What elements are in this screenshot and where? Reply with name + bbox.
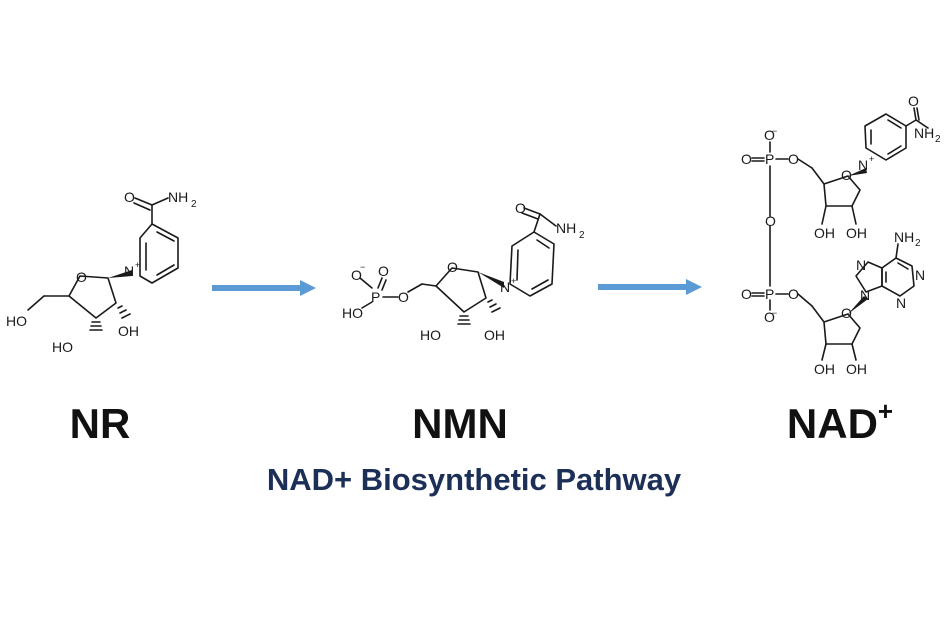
nad-p-bottom: P	[765, 286, 774, 302]
nad-o-ester-bottom: O	[788, 286, 799, 302]
nad-bottom-ribose-ring	[811, 305, 861, 345]
nad-adenine-nh2: NH	[894, 229, 914, 245]
nr-c3-oh-hash	[89, 321, 103, 331]
nad-p-top: P	[765, 151, 774, 167]
nad-adenine-imidazole	[855, 261, 883, 293]
nad-ring-o-bottom: O	[841, 305, 852, 321]
nmn-carbonyl-o: O	[515, 200, 526, 216]
nmn-c3-oh-hash	[457, 315, 471, 325]
nad-adenine-n1: N	[915, 267, 925, 283]
nr-amide-n: NH	[168, 189, 188, 205]
nad-adenine-nh2-sub: 2	[915, 238, 921, 249]
nr-c2-oh: OH	[118, 323, 139, 339]
nmn-c2-oh-hash	[487, 299, 501, 313]
nmn-pyridinium-ring	[509, 231, 555, 297]
nad-o-double-top: O	[741, 151, 752, 167]
nad-adenine-n9: N	[860, 287, 870, 303]
nr-ch2-oh-bond	[27, 295, 45, 311]
nad-ring-o-top: O	[841, 167, 852, 183]
nad-ring-n-charge: +	[869, 154, 874, 164]
nmn-amide-n-sub: 2	[579, 230, 585, 241]
nad-top-ribose-ring	[811, 167, 861, 207]
pathway-caption: NAD+ Biosynthetic Pathway	[266, 462, 682, 497]
nmn-p-double-o: O	[378, 263, 389, 279]
nr-ring-n-charge: +	[135, 260, 140, 270]
nr-ch2-oh: HO	[6, 313, 27, 329]
nr-carbonyl-o: O	[124, 189, 135, 205]
nr-c3-oh: HO	[52, 339, 73, 355]
nmn-phosphorus: P	[371, 289, 380, 305]
nmn-p-o-minus-charge: −	[360, 262, 365, 272]
nmn-glycosidic-wedge	[478, 272, 504, 288]
nmn-ester-o: O	[398, 289, 409, 305]
nmn-ring-o: O	[447, 259, 458, 275]
molecule-nmn: O NH 2 N + O O P O − O HO OH HO	[342, 200, 585, 343]
nad-oh-right-bottom: OH	[846, 361, 867, 377]
nad-oh-left-bottom: OH	[814, 361, 835, 377]
nad-o-minus-top: O	[764, 127, 775, 143]
nr-glycosidic-wedge	[108, 270, 132, 278]
nr-ribose-ring	[68, 275, 117, 319]
nad-o-double-bottom: O	[741, 286, 752, 302]
nad-amide-n: NH	[914, 125, 934, 141]
molecule-nad: O − O P O O O N + O NH 2 OH OH O P O O −…	[741, 93, 941, 377]
nmn-p-oh: HO	[342, 305, 363, 321]
nad-amide-n-sub: 2	[935, 134, 941, 145]
nmn-p-o-minus: O	[351, 267, 362, 283]
nad-o-bridge: O	[765, 213, 776, 229]
nmn-ribose-ring	[435, 267, 487, 313]
nr-ring-n: N	[124, 263, 134, 279]
nmn-ring-n: N	[500, 279, 510, 295]
arrow-nmn-to-nad	[598, 279, 702, 295]
nad-adenine-n3: N	[896, 295, 906, 311]
nmn-c3-oh: HO	[420, 327, 441, 343]
label-nmn: NMN	[412, 400, 508, 447]
nad-adenine-n7: N	[856, 257, 866, 273]
nad-o-ester-top: O	[788, 151, 799, 167]
nad-o-minus-bottom: O	[764, 309, 775, 325]
label-nad: NAD+	[786, 396, 894, 447]
nr-pyridinium-ring	[139, 223, 179, 284]
arrow-nr-to-nmn	[212, 280, 316, 296]
nr-ring-o: O	[76, 269, 87, 285]
label-nr: NR	[69, 400, 131, 447]
nr-amide-n-sub: 2	[191, 199, 197, 210]
nmn-c2-oh: OH	[484, 327, 505, 343]
nr-c2-oh-hash	[117, 305, 131, 319]
nad-pyridinium-ring	[864, 113, 907, 161]
molecule-nr: O NH 2 N + O HO OH HO	[6, 189, 197, 355]
nad-carbonyl-o: O	[908, 93, 919, 109]
nad-o-minus-bottom-charge: −	[772, 308, 777, 318]
nad-oh-right-top: OH	[846, 225, 867, 241]
nmn-amide-n: NH	[556, 220, 576, 236]
nad-o-minus-top-charge: −	[772, 126, 777, 136]
nmn-ring-n-charge: +	[511, 276, 516, 286]
nad-oh-left-top: OH	[814, 225, 835, 241]
nad-ring-n: N	[858, 157, 868, 173]
